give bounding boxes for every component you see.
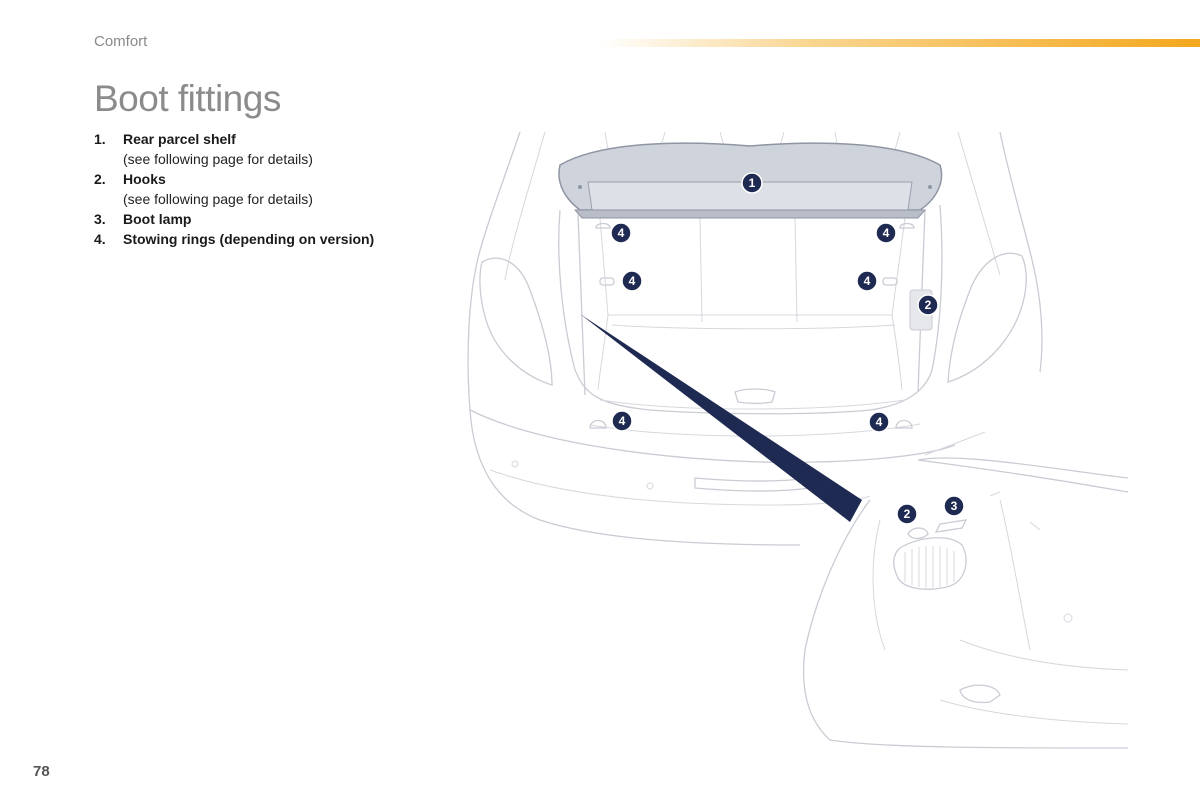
callout-badge-label: 4	[864, 274, 871, 288]
section-label: Comfort	[94, 33, 148, 50]
callout-badge-label: 2	[925, 298, 932, 312]
callout-badge-label: 1	[749, 176, 756, 190]
legend-list: 1. Rear parcel shelf (see following page…	[94, 129, 474, 249]
legend-item: 3. Boot lamp	[94, 209, 474, 229]
legend-label: Boot lamp	[123, 211, 192, 227]
page-title: Boot fittings	[94, 78, 281, 119]
legend-label: Hooks	[123, 171, 166, 187]
legend-note: (see following page for details)	[123, 191, 313, 207]
stowing-ring-shapes	[589, 222, 915, 429]
legend-item: 1. Rear parcel shelf (see following page…	[94, 129, 474, 169]
callout-badge-1: 1	[741, 172, 763, 194]
callout-badge-4: 4	[875, 222, 897, 244]
legend-number: 1.	[94, 131, 106, 147]
legend-number: 2.	[94, 171, 106, 187]
legend-item: 4. Stowing rings (depending on version)	[94, 229, 474, 249]
callout-badge-4: 4	[856, 270, 878, 292]
callout-badge-label: 3	[951, 499, 958, 513]
callout-badge-label: 4	[876, 415, 883, 429]
callout-badge-label: 4	[619, 414, 626, 428]
callout-badge-2: 2	[896, 503, 918, 525]
legend-label: Stowing rings (depending on version)	[123, 231, 375, 247]
callout-badge-4: 4	[611, 410, 633, 432]
callout-pointer	[580, 314, 862, 522]
legend-label: Rear parcel shelf	[123, 131, 236, 147]
header-accent-bar	[600, 39, 1200, 47]
page-number: 78	[33, 763, 50, 780]
callout-badge-4: 4	[610, 222, 632, 244]
car-body-outline	[467, 131, 1043, 546]
callout-badge-label: 4	[618, 226, 625, 240]
boot-illustration: 1 4 4 4 4 2 4 4 2 3	[467, 131, 1129, 749]
side-boot-inset	[802, 431, 1129, 749]
legend-note: (see following page for details)	[123, 151, 313, 167]
vent-grille	[904, 546, 955, 588]
callout-badge-4: 4	[621, 270, 643, 292]
callout-badge-label: 4	[883, 226, 890, 240]
callout-badge-label: 4	[629, 274, 636, 288]
legend-number: 3.	[94, 211, 106, 227]
callout-badge-label: 2	[904, 507, 911, 521]
legend-item: 2. Hooks (see following page for details…	[94, 169, 474, 209]
callout-badge-4: 4	[868, 411, 890, 433]
legend-number: 4.	[94, 231, 106, 247]
callout-badge-3: 3	[943, 495, 965, 517]
callout-badge-2: 2	[917, 294, 939, 316]
